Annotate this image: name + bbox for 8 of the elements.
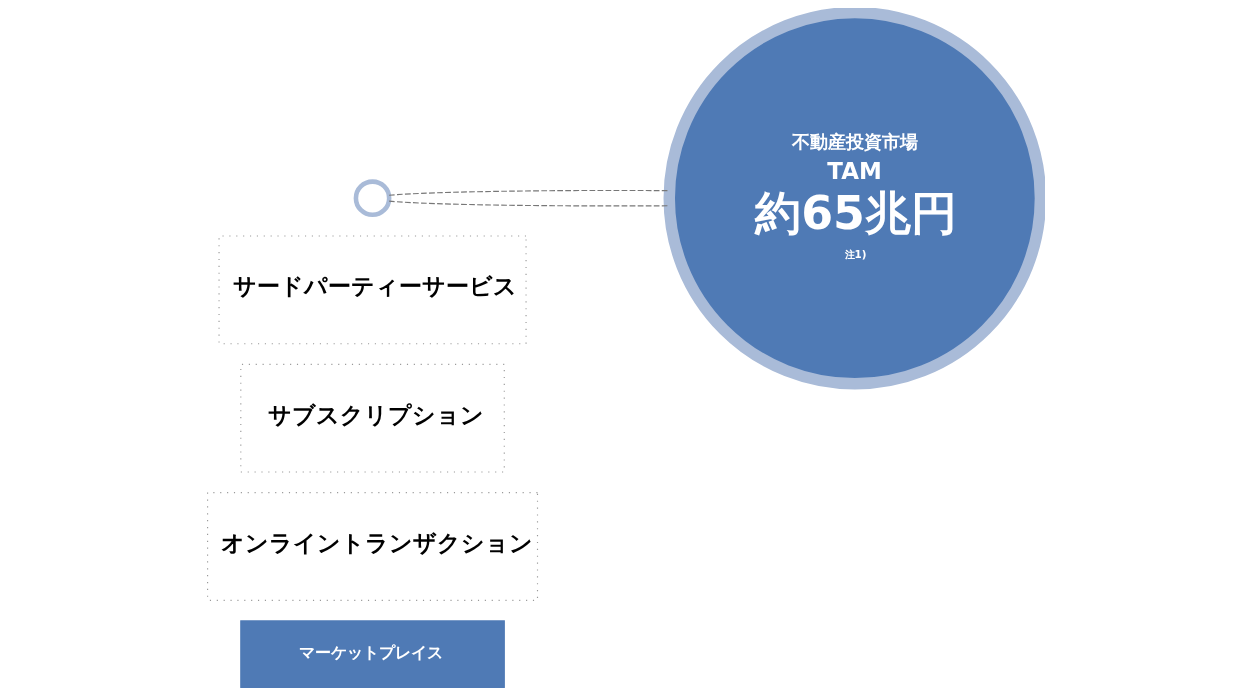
node-circle: 不動産投資市場 TAM 約65兆円 注1) xyxy=(663,8,1045,390)
connector xyxy=(388,189,670,196)
node-box: オンライントランザクション xyxy=(206,492,538,601)
node-box: サブスクリプション xyxy=(239,363,505,473)
node-circle xyxy=(353,179,391,218)
connector xyxy=(388,200,670,207)
node-box: サードパーティーサービス xyxy=(217,235,527,345)
node-box: マーケットプレイス xyxy=(239,620,505,688)
